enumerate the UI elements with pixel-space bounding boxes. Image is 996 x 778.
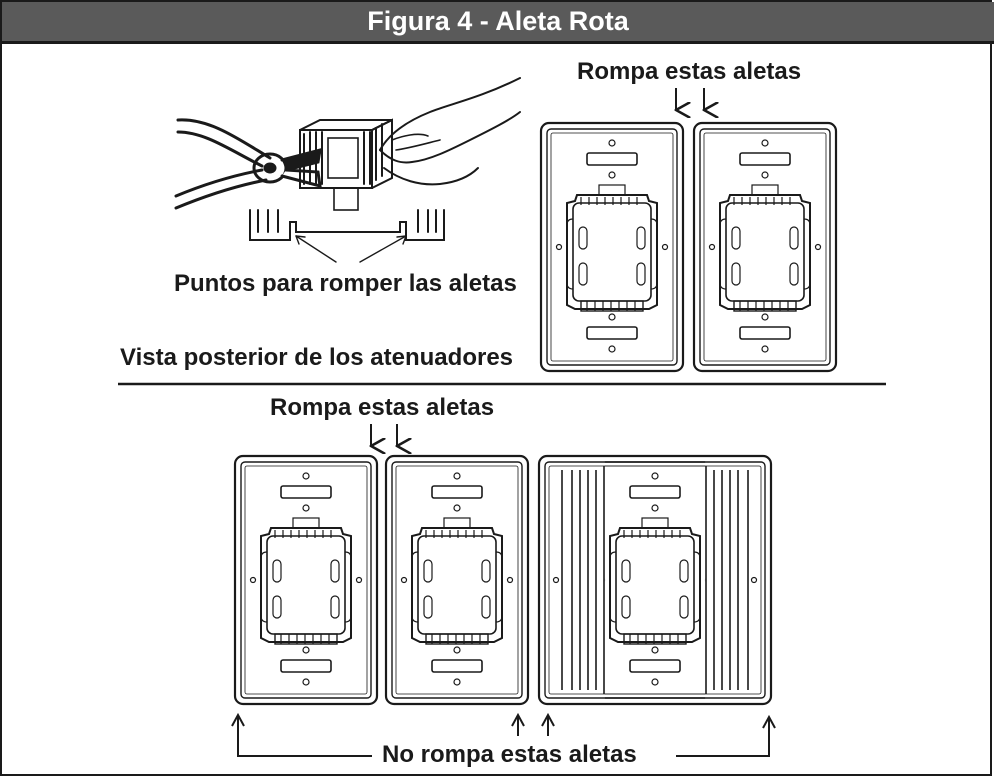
bottom-dimmer-wide-core	[584, 456, 726, 704]
bottom-break-arrows	[371, 424, 397, 446]
top-dimmer-right	[692, 121, 838, 373]
pliers-illustration	[174, 77, 521, 263]
top-dimmer-left	[539, 121, 685, 373]
top-break-fins-label: Rompa estas aletas	[577, 58, 802, 85]
top-break-arrows	[676, 88, 704, 110]
do-not-break-label: No rompa estas aletas	[382, 741, 637, 768]
rear-view-label: Vista posterior de los atenuadores	[120, 344, 514, 371]
break-points-label: Puntos para romper las aletas	[174, 270, 517, 297]
figure-title: Figura 4 - Aleta Rota	[2, 2, 994, 44]
bottom-break-fins-label: Rompa estas aletas	[270, 394, 495, 421]
bottom-dimmer-2	[384, 454, 530, 706]
do-not-break-arrows	[231, 712, 776, 757]
bottom-dimmer-1	[233, 454, 379, 706]
bottom-dimmer-wide	[537, 454, 773, 706]
